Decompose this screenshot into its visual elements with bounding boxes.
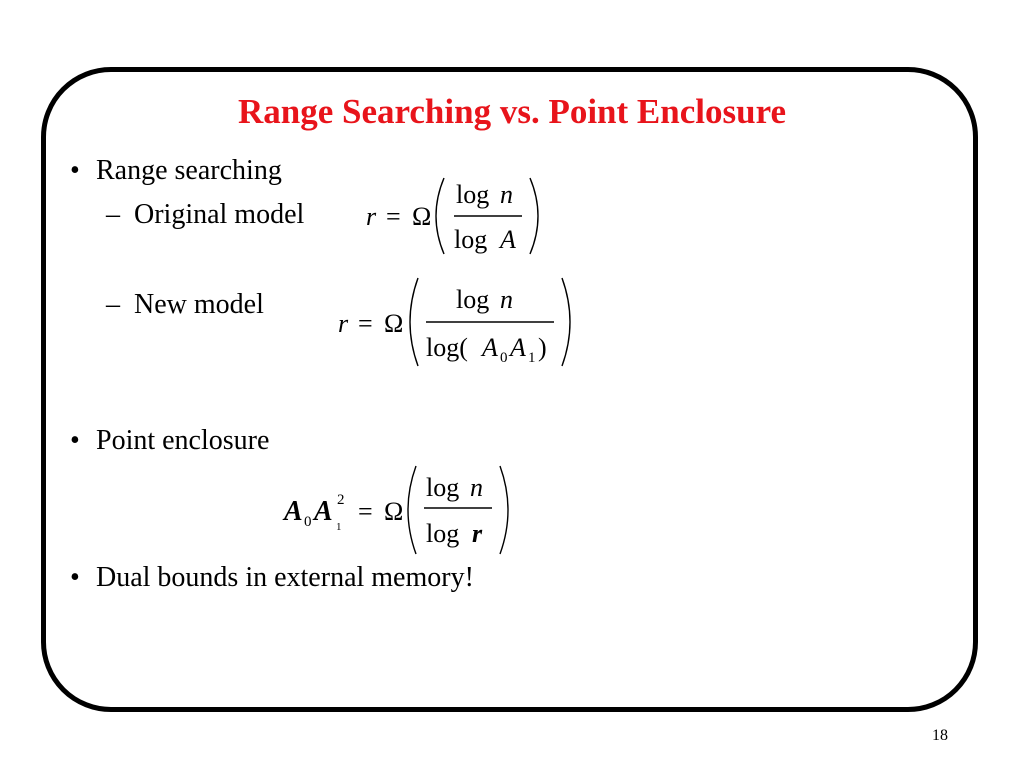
eq-den-a: A bbox=[480, 333, 498, 362]
eq-den-close: ) bbox=[538, 333, 547, 362]
eq-a2: A bbox=[312, 496, 333, 527]
eq-den-log: log bbox=[454, 225, 487, 254]
left-paren bbox=[409, 277, 419, 367]
sub-bullet-marker: – bbox=[106, 199, 120, 230]
eq-omega: Ω bbox=[384, 309, 403, 338]
eq-sub0: 0 bbox=[304, 514, 312, 530]
bullet-dual-bounds: Dual bounds in external memory! bbox=[96, 562, 474, 593]
eq-den-var: A bbox=[498, 225, 516, 254]
eq-sub1: 1 bbox=[336, 521, 342, 533]
bullet-marker: • bbox=[70, 155, 80, 186]
eq-a: A bbox=[282, 496, 303, 527]
page-number: 18 bbox=[932, 727, 948, 744]
eq-den-log: log bbox=[426, 519, 459, 548]
right-paren bbox=[529, 177, 539, 255]
eq-sup2: 2 bbox=[337, 492, 345, 508]
eq-lhs: r bbox=[366, 202, 377, 231]
sub-bullet-original-model: Original model bbox=[134, 199, 305, 230]
eq-num-var: n bbox=[500, 180, 513, 209]
equation-original-model: r = Ω log n log A bbox=[360, 170, 550, 267]
bullet-point-enclosure: Point enclosure bbox=[96, 425, 270, 456]
slide-frame bbox=[41, 67, 978, 712]
equation-new-model: r = Ω log n log( A 0 A 1 ) bbox=[332, 272, 582, 377]
eq-den-var: r bbox=[472, 519, 483, 548]
eq-equals: = bbox=[358, 309, 373, 338]
eq-den-sub0: 0 bbox=[500, 350, 508, 366]
eq-equals: = bbox=[358, 497, 373, 526]
equation-point-enclosure: A 0 A 1 2 = Ω log n log r bbox=[280, 462, 520, 563]
eq-num-log: log bbox=[426, 473, 459, 502]
eq-den-sub1: 1 bbox=[528, 350, 536, 366]
eq-omega: Ω bbox=[412, 202, 431, 231]
eq-num-var: n bbox=[500, 285, 513, 314]
bullet-range-searching: Range searching bbox=[96, 155, 282, 186]
bullet-marker: • bbox=[70, 562, 80, 593]
right-paren bbox=[499, 465, 509, 555]
slide-title: Range Searching vs. Point Enclosure bbox=[237, 92, 787, 131]
right-paren bbox=[561, 277, 571, 367]
sub-bullet-new-model: New model bbox=[134, 289, 264, 320]
eq-equals: = bbox=[386, 202, 401, 231]
eq-den-log: log( bbox=[426, 333, 468, 362]
left-paren bbox=[435, 177, 445, 255]
eq-num-var: n bbox=[470, 473, 483, 502]
eq-omega: Ω bbox=[384, 497, 403, 526]
eq-den-a2: A bbox=[508, 333, 526, 362]
left-paren bbox=[407, 465, 417, 555]
bullet-marker: • bbox=[70, 425, 80, 456]
eq-num-log: log bbox=[456, 180, 489, 209]
sub-bullet-marker: – bbox=[106, 289, 120, 320]
eq-lhs: r bbox=[338, 309, 349, 338]
eq-num-log: log bbox=[456, 285, 489, 314]
